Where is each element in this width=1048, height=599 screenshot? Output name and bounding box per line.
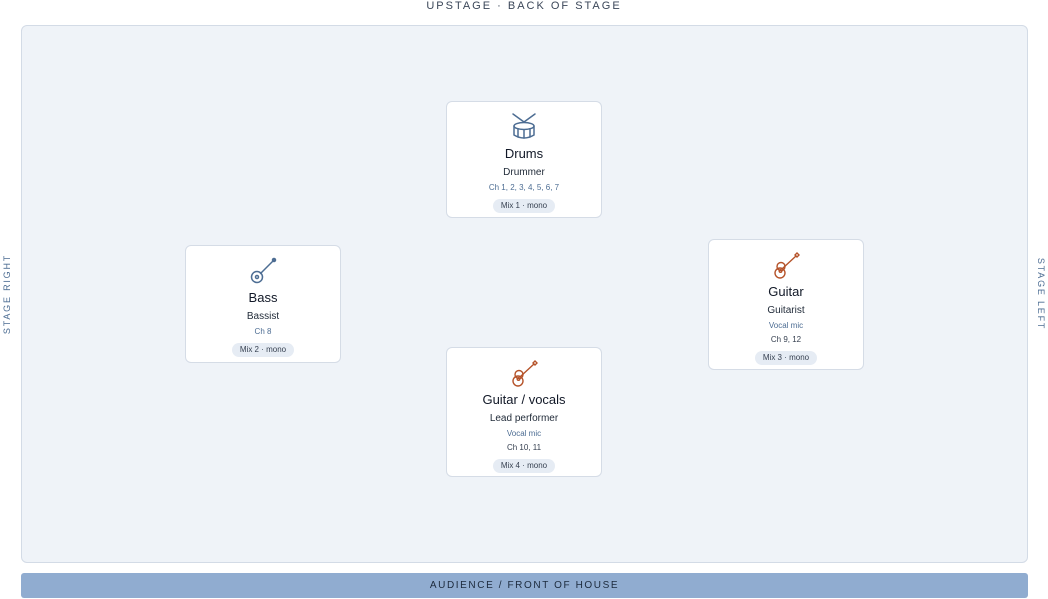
performer-name: Bass (248, 290, 278, 305)
performer-name: Drums (504, 146, 544, 161)
channel-list: Ch 1, 2, 3, 4, 5, 6, 7 (488, 183, 560, 192)
performer-role: Lead performer (489, 413, 559, 424)
monitor-mix-badge: Mix 4 · mono (492, 459, 556, 473)
stage-left-label: STAGE LEFT (1036, 257, 1046, 331)
monitor-mix-badge: Mix 3 · mono (754, 351, 818, 365)
vocal-mic-label: Vocal mic (506, 429, 542, 438)
monitor-mix-badge: Mix 2 · mono (231, 343, 295, 357)
performer-card-drums[interactable]: Drums Drummer Ch 1, 2, 3, 4, 5, 6, 7 Mix… (446, 101, 602, 218)
drum-icon (512, 113, 536, 139)
performer-card-lead[interactable]: Guitar / vocals Lead performer Vocal mic… (446, 347, 602, 477)
performer-name: Guitar / vocals (482, 392, 566, 407)
performer-role: Guitarist (767, 305, 805, 316)
stage-right-label: STAGE RIGHT (2, 253, 12, 335)
monitor-mix-badge: Mix 1 · mono (492, 199, 556, 213)
performer-name: Guitar (768, 284, 804, 299)
performer-card-bass[interactable]: Bass Bassist Ch 8 Mix 2 · mono (185, 245, 341, 363)
performer-role: Bassist (246, 311, 280, 322)
vocal-mic-label: Vocal mic (768, 321, 804, 330)
guitar-icon (774, 252, 800, 279)
performer-card-guitar[interactable]: Guitar Guitarist Vocal mic Ch 9, 12 Mix … (708, 239, 864, 370)
channel-list: Ch 10, 11 (506, 443, 542, 452)
performer-role: Drummer (503, 167, 545, 178)
guitar-icon (512, 360, 538, 387)
channel-list: Ch 9, 12 (770, 335, 802, 344)
channel-list: Ch 8 (254, 327, 272, 336)
upstage-label: UPSTAGE · BACK OF STAGE (426, 0, 622, 12)
bass-icon (250, 257, 277, 284)
audience-bar: AUDIENCE / FRONT OF HOUSE (21, 573, 1028, 598)
